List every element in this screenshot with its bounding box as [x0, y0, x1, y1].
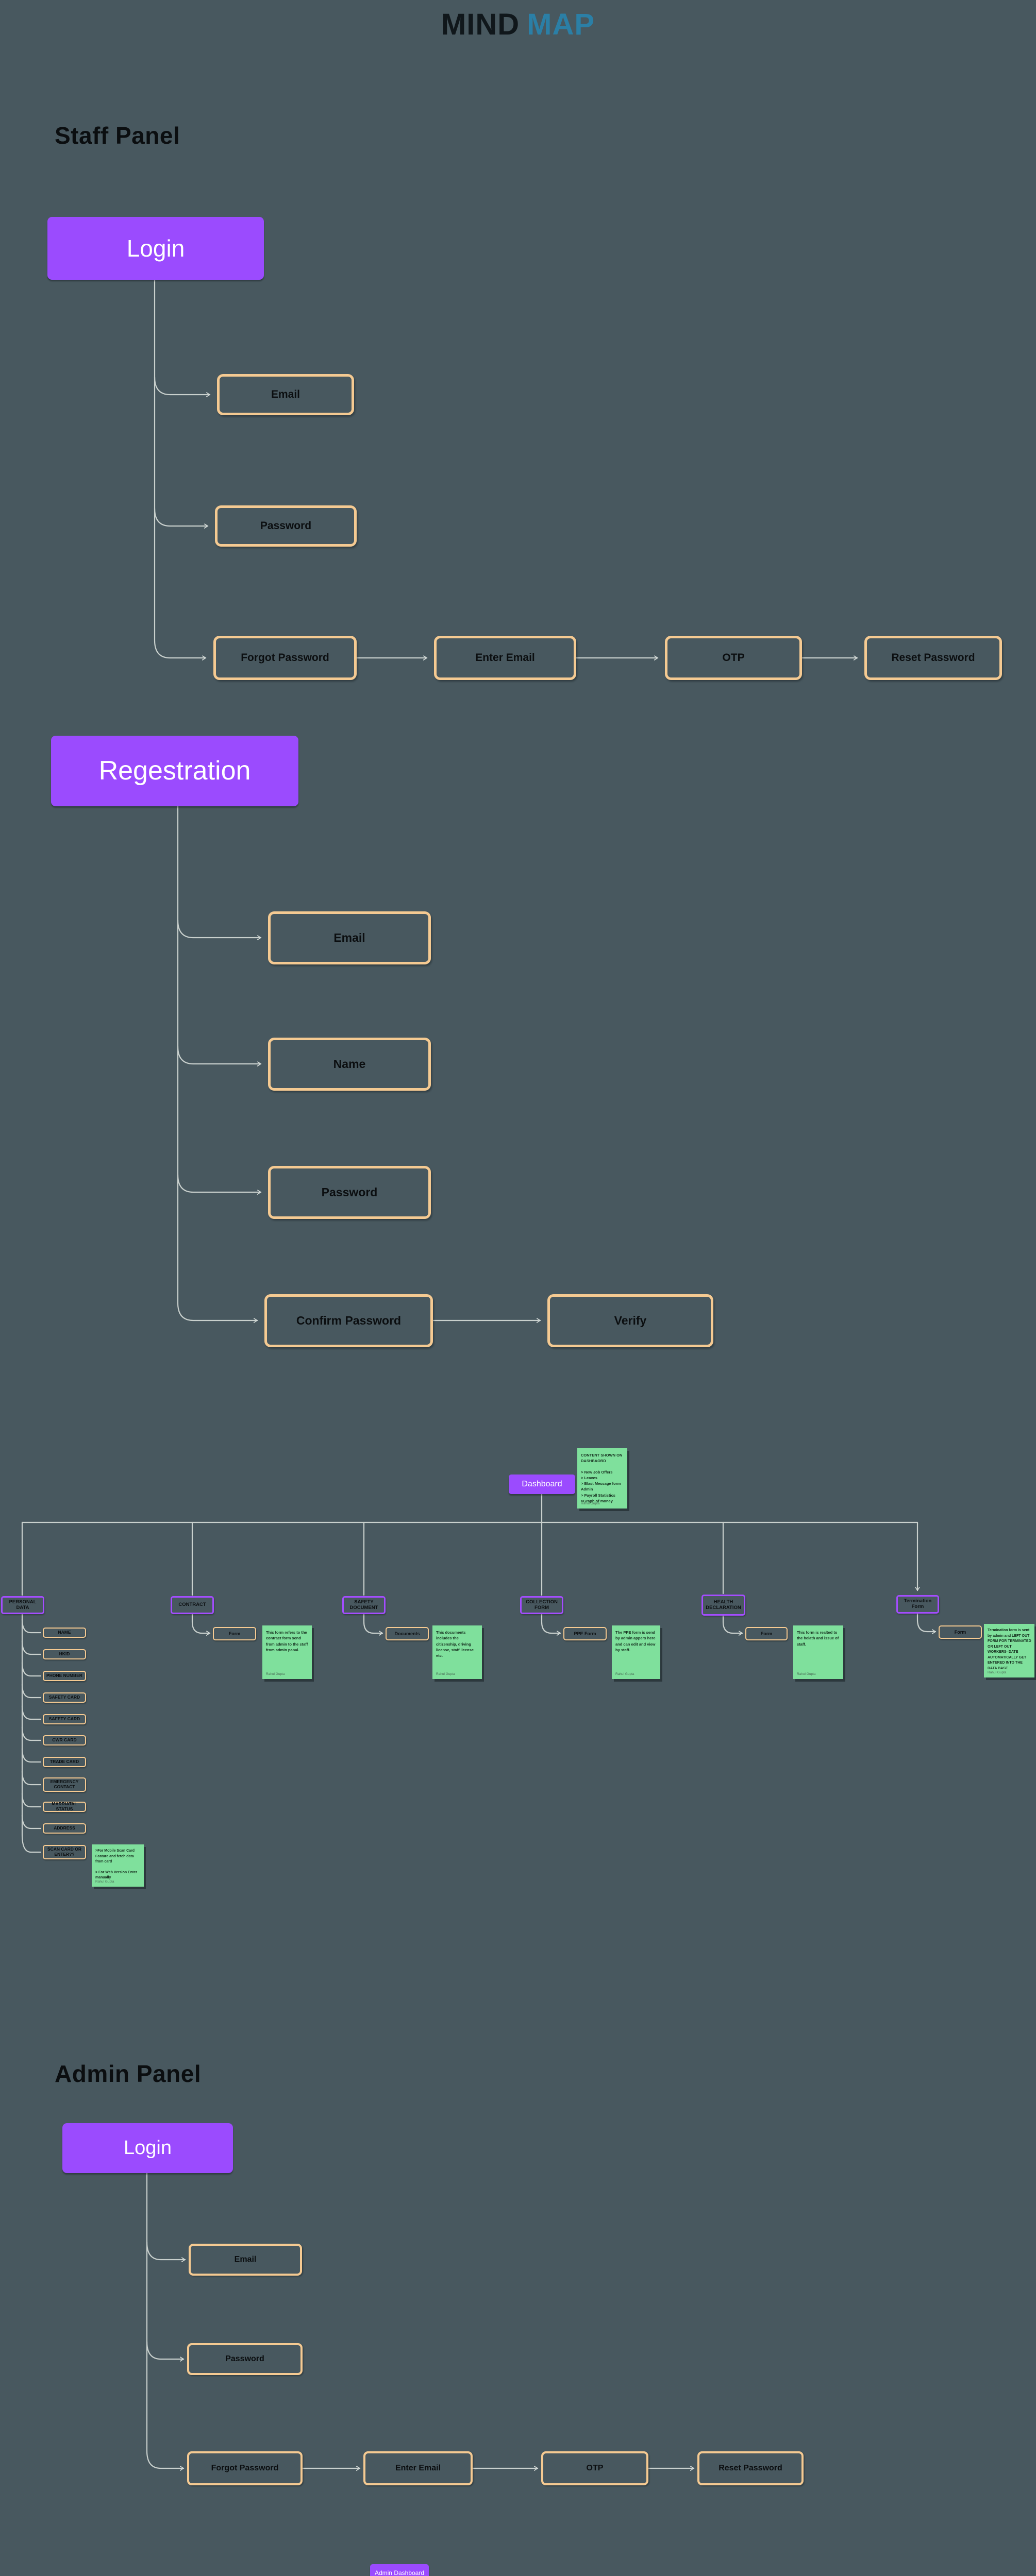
personal-item-cwr-card[interactable]: CWR CARD	[43, 1735, 86, 1745]
personal-item-safety-card-1[interactable]: SAFETY CARD	[43, 1692, 86, 1703]
note-author: Rahul Gupta	[266, 1672, 285, 1676]
note-line: > Leaves	[581, 1475, 597, 1480]
ppe-form-note[interactable]: The PPE form is send by admin appers her…	[612, 1625, 660, 1679]
scan-card-note[interactable]: >For Mobile Scan Card Feature and fetch …	[92, 1844, 144, 1887]
staff-email-node[interactable]: Email	[217, 374, 354, 415]
admin-dashboard-root-node[interactable]: Admin Dashboard	[370, 2564, 429, 2576]
note-line: >Graph of money	[581, 1498, 613, 1503]
termination-form-header[interactable]: Termination Form	[896, 1595, 939, 1614]
personal-item-marital-status[interactable]: MARRIATAL STATUS	[43, 1801, 86, 1812]
reg-name-node[interactable]: Name	[268, 1038, 431, 1091]
note-author: Rahul Gupta	[615, 1672, 634, 1676]
health-declaration-header[interactable]: HEALTH DECLARATION	[701, 1595, 745, 1616]
reg-email-node[interactable]: Email	[268, 911, 431, 964]
note-author: Rahul Gupta	[436, 1672, 455, 1676]
staff-dashboard-root-node[interactable]: Dashboard	[509, 1475, 575, 1494]
personal-item-hkid[interactable]: HKID	[43, 1649, 86, 1659]
termination-form-node[interactable]: Form	[939, 1625, 982, 1639]
dashboard-content-note[interactable]: CONTENT SHOWN ON DASHBAORD > New Job Off…	[577, 1448, 627, 1509]
note-line: > Payroll Statistics	[581, 1493, 615, 1498]
staff-forgot-password-node[interactable]: Forgot Password	[213, 636, 357, 680]
safety-documents-node[interactable]: Documents	[386, 1627, 429, 1640]
reg-verify-node[interactable]: Verify	[547, 1294, 713, 1347]
personal-item-scan-card[interactable]: SCAN CARD OR ENTER??	[43, 1845, 86, 1859]
collection-form-header[interactable]: COLLECTION FORM	[520, 1596, 563, 1614]
title-mind: MIND	[441, 8, 520, 41]
note-author: Rahul Gupta	[988, 1671, 1007, 1675]
note-text: The PPE form is send by admin appers her…	[615, 1630, 656, 1652]
note-author: Rahul Gupta	[95, 1880, 114, 1884]
safety-document-header[interactable]: SAFETY DOCUMENT	[342, 1596, 386, 1614]
admin-forgot-password-node[interactable]: Forgot Password	[187, 2451, 303, 2485]
note-line: > For Web Version Enter manually	[95, 1870, 137, 1880]
admin-login-node[interactable]: Login	[62, 2123, 233, 2173]
staff-login-node[interactable]: Login	[47, 217, 264, 280]
staff-enter-email-node[interactable]: Enter Email	[434, 636, 576, 680]
admin-otp-node[interactable]: OTP	[541, 2451, 648, 2485]
contract-form-note[interactable]: This form refers to the contract form se…	[262, 1625, 312, 1679]
note-text: This form is realted to the helath and i…	[797, 1630, 839, 1647]
personal-item-phone[interactable]: PHONE NUMBER	[43, 1671, 86, 1681]
note-author: Rahul Gupta	[797, 1672, 816, 1676]
title-map: MAP	[527, 8, 595, 41]
note-author: Rahul Gupta	[581, 1502, 600, 1506]
admin-enter-email-node[interactable]: Enter Email	[363, 2451, 473, 2485]
admin-email-node[interactable]: Email	[189, 2244, 302, 2276]
personal-item-name[interactable]: NAME	[43, 1628, 86, 1638]
personal-item-address[interactable]: ADDRESS	[43, 1823, 86, 1834]
note-text: Termination form is sent by admin and LE…	[988, 1629, 1031, 1670]
safety-documents-note[interactable]: This documents includes the citizenship,…	[432, 1625, 482, 1679]
admin-reset-password-node[interactable]: Reset Password	[697, 2451, 804, 2485]
termination-form-note[interactable]: Termination form is sent by admin and LE…	[984, 1624, 1034, 1677]
note-line: > New Job Offers	[581, 1469, 613, 1475]
health-form-node[interactable]: Form	[745, 1627, 788, 1640]
note-text: This form refers to the contract form se…	[266, 1630, 308, 1652]
staff-otp-node[interactable]: OTP	[665, 636, 802, 680]
health-form-note[interactable]: This form is realted to the helath and i…	[793, 1625, 843, 1679]
staff-reset-password-node[interactable]: Reset Password	[864, 636, 1002, 680]
note-text: This documents includes the citizenship,…	[436, 1630, 474, 1658]
staff-registration-node[interactable]: Regestration	[51, 736, 298, 806]
personal-item-safety-card-2[interactable]: SAFETY CARD	[43, 1714, 86, 1724]
note-line: > Blast Message form Admin	[581, 1481, 621, 1492]
personal-item-trade-card[interactable]: TRADE CARD	[43, 1757, 86, 1767]
ppe-form-node[interactable]: PPE Form	[563, 1627, 607, 1640]
admin-password-node[interactable]: Password	[187, 2343, 303, 2375]
personal-item-emergency-contact[interactable]: EMERGENCY CONTACT	[43, 1777, 86, 1792]
admin-panel-heading: Admin Panel	[55, 2060, 202, 2087]
contract-form-node[interactable]: Form	[213, 1627, 256, 1640]
contract-header[interactable]: CONTRACT	[171, 1596, 214, 1614]
reg-confirm-password-node[interactable]: Confirm Password	[264, 1294, 433, 1347]
personal-data-header[interactable]: PERSONAL DATA	[1, 1596, 44, 1614]
note-line: >For Mobile Scan Card Feature and fetch …	[95, 1849, 135, 1863]
note-title: CONTENT SHOWN ON DASHBAORD	[581, 1453, 623, 1464]
reg-password-node[interactable]: Password	[268, 1166, 431, 1219]
staff-panel-heading: Staff Panel	[55, 122, 180, 149]
staff-password-node[interactable]: Password	[215, 505, 357, 547]
